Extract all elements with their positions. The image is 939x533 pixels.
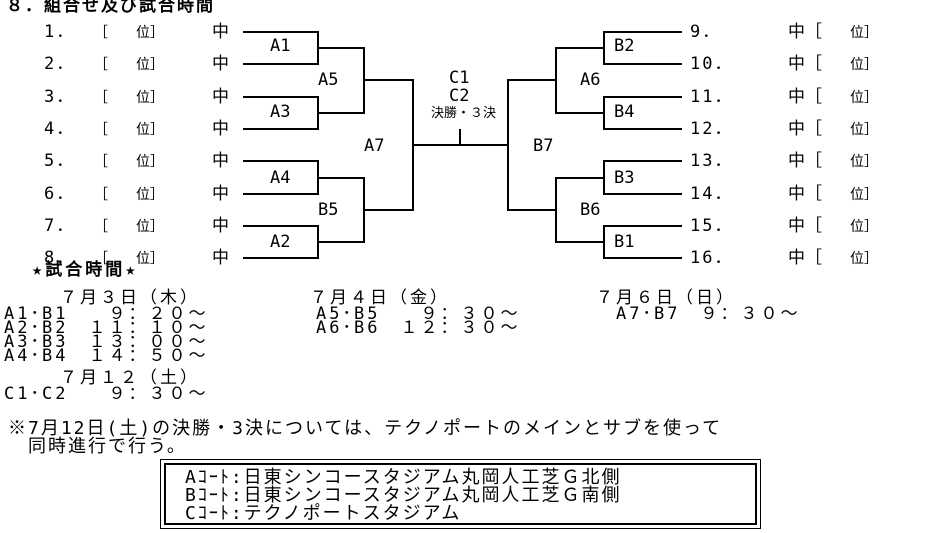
- match-label-b4: B4: [614, 102, 635, 122]
- match-label-b1: B1: [614, 232, 635, 252]
- match-label-a2: A2: [270, 232, 291, 252]
- schedule-heading: ★試合時間★: [32, 260, 139, 280]
- right-entry-rank: 位］: [850, 57, 878, 73]
- left-entry-number: 2．: [44, 54, 76, 74]
- right-entry-number: 12．: [690, 119, 734, 139]
- left-entry-number: 7．: [44, 216, 76, 236]
- right-entry-rank: 位］: [850, 122, 878, 138]
- left-entry-number: 8．: [44, 248, 76, 268]
- right-entry-number: 10．: [690, 54, 734, 74]
- court-c-line: Cｺｰﾄ:テクノポートスタジアム: [185, 503, 462, 524]
- schedule-row: A7･B7 ９：３０～: [616, 304, 801, 324]
- left-entry-school: 中: [212, 87, 229, 107]
- left-entry-rank: ［ 位］: [94, 122, 164, 138]
- left-entry-rank: ［ 位］: [94, 154, 164, 170]
- schedule-row: A2･B2 １１：１０～: [4, 318, 209, 338]
- schedule-day4-date: ７月１２（土）: [60, 368, 200, 388]
- left-entry-number: 5．: [44, 151, 76, 171]
- schedule-day3-date: ７月６日（日）: [596, 288, 736, 308]
- left-entry-number: 4．: [44, 119, 76, 139]
- bracket-line-b7: [507, 79, 556, 211]
- final-note: 決勝・３決: [431, 106, 497, 121]
- right-entry-rank: 位］: [850, 187, 878, 203]
- schedule-row: A5･B5 ９：３０～: [316, 304, 521, 324]
- right-entry-school: 中［: [788, 151, 822, 171]
- right-entry-number: 16．: [690, 248, 734, 268]
- right-entry-number: 9．: [690, 22, 722, 42]
- match-label-b5: B5: [318, 200, 339, 220]
- right-entry-school: 中［: [788, 216, 822, 236]
- left-entry-school: 中: [212, 22, 229, 42]
- left-entry-school: 中: [212, 248, 229, 268]
- right-entry-rank: 位］: [850, 251, 878, 267]
- schedule-row: C1･C2 ９：３０～: [4, 384, 209, 404]
- schedule-day2-date: ７月４日（金）: [310, 288, 450, 308]
- court-a-line: Aｺｰﾄ:日東シンコースタジアム丸岡人工芝Ｇ北側: [185, 467, 622, 488]
- left-entry-number: 3．: [44, 87, 76, 107]
- match-label-a7: A7: [364, 136, 385, 156]
- right-entry-school: 中［: [788, 184, 822, 204]
- schedule-row: A4･B4 １４：５０～: [4, 346, 209, 366]
- match-label-c1: C1: [449, 68, 470, 88]
- match-label-b7: B7: [533, 136, 554, 156]
- match-label-a6: A6: [580, 70, 601, 90]
- left-entry-school: 中: [212, 151, 229, 171]
- right-entry-school: 中［: [788, 54, 822, 74]
- right-entry-rank: 位］: [850, 25, 878, 41]
- match-label-a1: A1: [270, 36, 291, 56]
- left-entry-rank: ［ 位］: [94, 90, 164, 106]
- right-entry-number: 13．: [690, 151, 734, 171]
- match-label-a3: A3: [270, 102, 291, 122]
- right-entry-school: 中［: [788, 87, 822, 107]
- court-info-box: Aｺｰﾄ:日東シンコースタジアム丸岡人工芝Ｇ北側 Bｺｰﾄ:日東シンコースタジア…: [160, 459, 761, 529]
- left-entry-school: 中: [212, 184, 229, 204]
- court-b-line: Bｺｰﾄ:日東シンコースタジアム丸岡人工芝Ｇ南側: [185, 485, 622, 506]
- right-entry-number: 14．: [690, 184, 734, 204]
- match-label-b2: B2: [614, 36, 635, 56]
- left-entry-rank: ［ 位］: [94, 25, 164, 41]
- left-entry-rank: ［ 位］: [94, 57, 164, 73]
- schedule-row: A3･B3 １３：００～: [4, 332, 209, 352]
- court-info-inner-border: [164, 463, 757, 525]
- right-entry-school: 中［: [788, 248, 822, 268]
- note-line-2: 同時進行で行う。: [8, 436, 187, 457]
- left-entry-rank: ［ 位］: [94, 251, 164, 267]
- right-entry-school: 中［: [788, 119, 822, 139]
- left-entry-school: 中: [212, 216, 229, 236]
- match-label-b6: B6: [580, 200, 601, 220]
- schedule-row: A6･B6 １２：３０～: [316, 318, 521, 338]
- right-entry-number: 15．: [690, 216, 734, 236]
- section-title: ８．組合せ及び試合時間: [6, 0, 215, 16]
- left-entry-rank: ［ 位］: [94, 219, 164, 235]
- right-entry-school: 中［: [788, 22, 822, 42]
- left-entry-number: 6．: [44, 184, 76, 204]
- note-line-1: ※7月12日(土)の決勝・3決については、テクノポートのメインとサブを使って: [8, 418, 723, 439]
- match-label-a5: A5: [318, 70, 339, 90]
- left-entry-number: 1．: [44, 22, 76, 42]
- match-label-c2: C2: [449, 86, 470, 106]
- match-label-b3: B3: [614, 168, 635, 188]
- schedule-row: A1･B1 ９：２０～: [4, 304, 209, 324]
- right-entry-number: 11．: [690, 87, 734, 107]
- left-entry-school: 中: [212, 54, 229, 74]
- match-label-a4: A4: [270, 168, 291, 188]
- right-entry-rank: 位］: [850, 219, 878, 235]
- left-entry-school: 中: [212, 119, 229, 139]
- left-entry-rank: ［ 位］: [94, 187, 164, 203]
- right-entry-rank: 位］: [850, 90, 878, 106]
- schedule-day1-date: ７月３日（木）: [60, 288, 200, 308]
- right-entry-rank: 位］: [850, 154, 878, 170]
